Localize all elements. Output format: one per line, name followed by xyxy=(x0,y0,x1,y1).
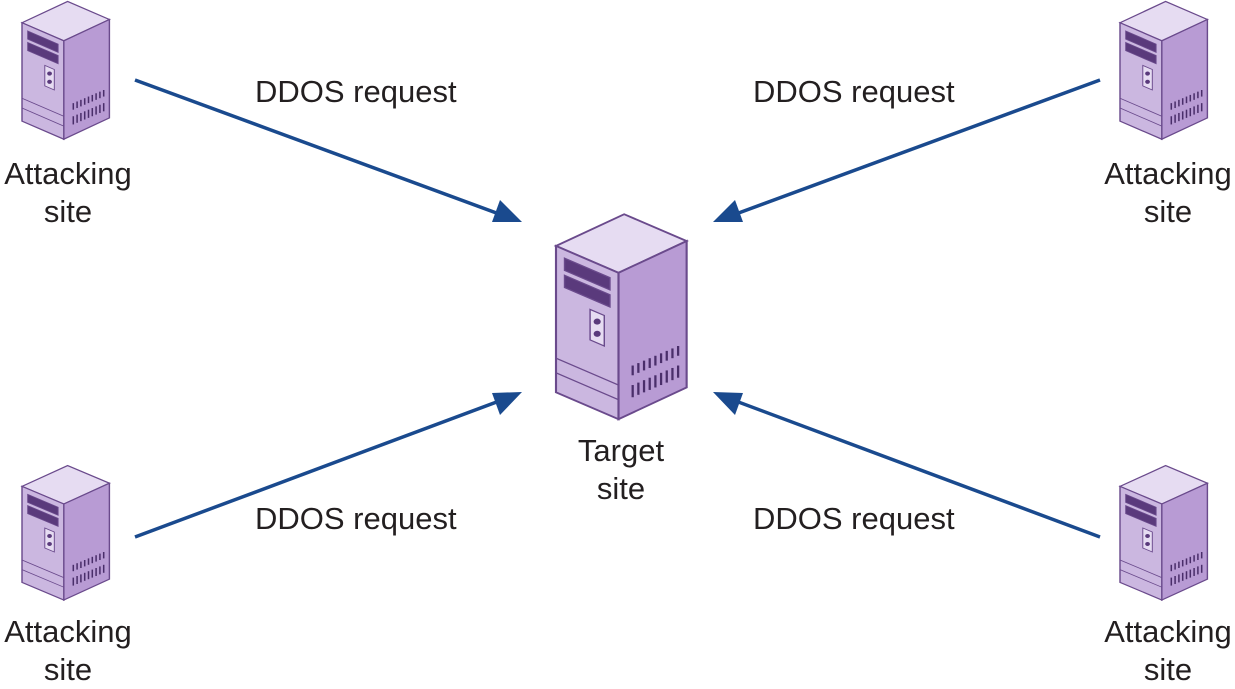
attacking-site-label-line1: Attacking xyxy=(4,614,132,649)
target-site-server-icon xyxy=(554,213,688,421)
ddos-arrow-bottom-right xyxy=(724,395,1101,539)
attacking-site-label-top-left: Attacking site xyxy=(0,155,158,231)
ddos-arrow-bottom-left xyxy=(134,395,511,539)
arrowhead-bottom-right-icon xyxy=(713,392,743,415)
ddos-request-label: DDOS request xyxy=(255,501,457,536)
attacking-site-server-icon-bottom-left xyxy=(21,464,111,601)
attacking-site-server-icon-top-left xyxy=(21,0,111,140)
attacking-site-label-line2: site xyxy=(43,652,93,687)
attacking-site-label-bottom-right: Attacking site xyxy=(1078,613,1235,689)
attacking-site-label-line1: Attacking xyxy=(1104,614,1232,649)
ddos-request-label: DDOS request xyxy=(255,74,457,109)
arrowhead-top-left-icon xyxy=(492,200,522,222)
ddos-arrow-top-right xyxy=(724,78,1101,220)
attacking-site-label-bottom-left: Attacking site xyxy=(0,613,158,689)
arrowhead-top-right-icon xyxy=(713,200,743,222)
target-site-label-line2: site xyxy=(596,471,646,506)
target-site-label-line1: Target xyxy=(577,433,665,468)
attacking-site-label-top-right: Attacking site xyxy=(1078,155,1235,231)
attacking-site-server-icon-bottom-right xyxy=(1119,464,1209,601)
attacking-site-label-line2: site xyxy=(1143,652,1193,687)
target-site-label: Target site xyxy=(531,432,711,508)
ddos-request-label: DDOS request xyxy=(753,501,955,536)
arrowhead-bottom-left-icon xyxy=(492,392,522,415)
attacking-site-label-line1: Attacking xyxy=(4,156,132,191)
attacking-site-label-line2: site xyxy=(43,194,93,229)
attacking-site-label-line2: site xyxy=(1143,194,1193,229)
attacking-site-label-line1: Attacking xyxy=(1104,156,1232,191)
ddos-request-label: DDOS request xyxy=(753,74,955,109)
attacking-site-server-icon-top-right xyxy=(1119,0,1209,140)
ddos-arrow-top-left xyxy=(134,78,511,220)
